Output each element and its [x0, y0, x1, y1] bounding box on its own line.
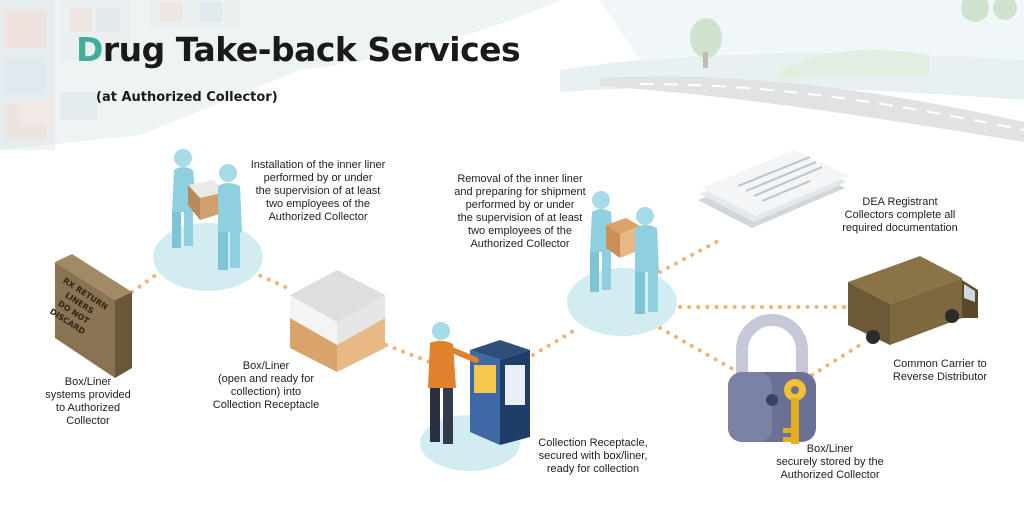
installation-workers-icon	[172, 149, 242, 270]
caption-line: securely stored by the	[776, 456, 884, 468]
caption-documentation: DEA Registrant Collectors complete all r…	[835, 196, 965, 235]
caption-receptacle: Collection Receptacle, secured with box/…	[528, 437, 658, 476]
process-connectors	[130, 238, 862, 377]
caption-line: the supervision of at least	[457, 212, 583, 224]
caption-line: Box/Liner	[242, 360, 290, 372]
caption-line: Removal of the inner liner	[457, 173, 583, 185]
caption-line: performed by or under	[465, 199, 575, 211]
caption-line: required documentation	[842, 222, 958, 234]
caption-line: collection) into	[230, 386, 302, 398]
caption-carrier: Common Carrier to Reverse Distributor	[880, 358, 1000, 384]
removal-workers-icon	[590, 191, 659, 314]
caption-box-provided: Box/Liner systems provided to Authorized…	[38, 376, 138, 428]
caption-line: two employees of the	[468, 225, 572, 237]
connector-box-to-install	[130, 270, 162, 294]
caption-line: Collection Receptacle	[212, 399, 320, 411]
caption-line: performed by or under	[263, 172, 373, 184]
caption-line: Common Carrier to	[893, 358, 987, 370]
caption-line: Authorized Collector	[268, 211, 368, 223]
open-box-icon	[290, 270, 385, 372]
connector-box-to-receptacle	[384, 343, 432, 364]
caption-line: and preparing for shipment	[454, 186, 586, 198]
delivery-truck-icon	[848, 256, 978, 345]
caption-line: Authorized Collector	[470, 238, 570, 250]
caption-installation: Installation of the inner liner performe…	[238, 159, 398, 224]
road-scene	[560, 0, 1024, 142]
caption-line: Installation of the inner liner	[250, 159, 386, 171]
caption-line: Box/Liner	[806, 443, 854, 455]
caption-line: Collection Receptacle,	[538, 437, 648, 449]
connector-lock-to-truck	[810, 343, 862, 377]
install-platform	[153, 223, 263, 291]
caption-line: ready for collection	[546, 463, 640, 475]
caption-line: Reverse Distributor	[892, 371, 988, 383]
caption-line: systems provided	[45, 389, 131, 401]
connector-receptacle-to-removal	[531, 328, 577, 357]
connector-install-to-box	[250, 270, 294, 292]
rx-return-box-icon: RX RETURN LINERS DO NOT DISCARD	[48, 254, 132, 378]
caption-line: (open and ready for	[217, 373, 314, 385]
title-initial: D	[76, 30, 103, 69]
key-icon	[783, 379, 806, 444]
padlock-icon	[728, 314, 816, 444]
page-title: Drug Take-back Services	[76, 30, 521, 69]
caption-line: Collectors complete all	[844, 209, 956, 221]
caption-line: Box/Liner	[64, 376, 112, 388]
title-rest: rug Take-back Services	[102, 30, 521, 69]
page-subtitle: (at Authorized Collector)	[96, 90, 278, 105]
caption-line: secured with box/liner,	[538, 450, 648, 462]
store-shelves	[0, 0, 240, 150]
documents-icon	[698, 150, 849, 228]
removal-platform	[567, 268, 677, 336]
connector-removal-to-docs	[658, 238, 722, 274]
collection-receptacle-icon	[428, 322, 530, 445]
caption-stored: Box/Liner securely stored by the Authori…	[762, 443, 898, 482]
caption-line: Collector	[66, 415, 110, 427]
caption-line: to Authorized	[55, 402, 121, 414]
caption-line: the supervision of at least	[255, 185, 381, 197]
caption-box-open: Box/Liner (open and ready for collection…	[206, 360, 326, 412]
caption-line: Authorized Collector	[780, 469, 880, 481]
connector-removal-to-lock	[658, 326, 740, 374]
caption-line: two employees of the	[266, 198, 370, 210]
caption-removal: Removal of the inner liner and preparing…	[440, 173, 600, 251]
caption-line: DEA Registrant	[862, 196, 938, 208]
